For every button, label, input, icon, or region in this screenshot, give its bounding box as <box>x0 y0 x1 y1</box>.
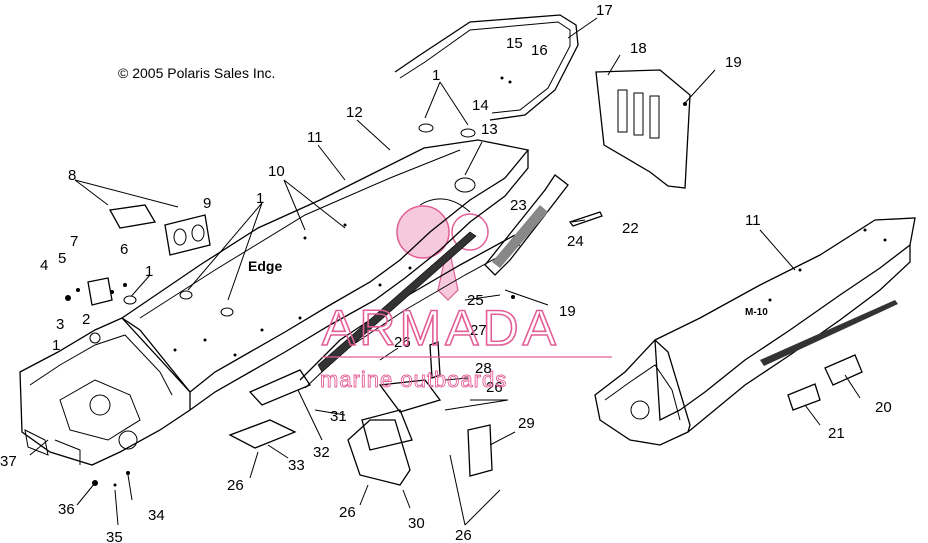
callout-20: 20 <box>875 399 892 416</box>
copyright-text: © 2005 Polaris Sales Inc. <box>118 65 275 81</box>
edge-bulkhead-inner <box>29 334 173 396</box>
callout-18: 18 <box>630 40 647 57</box>
callout-26: 26 <box>486 379 503 396</box>
hardware-dots <box>65 76 687 487</box>
m10-bulkhead-inner <box>604 364 681 421</box>
part-17-inner <box>399 21 571 114</box>
edge-rivets <box>173 223 412 357</box>
m10-chassis <box>594 217 916 446</box>
callout-23: 23 <box>510 197 527 214</box>
edge-shaft-opening <box>118 430 138 450</box>
m10-tunnel-top <box>654 217 916 422</box>
watermark-circle-left <box>396 205 450 259</box>
callout-4: 4 <box>40 257 48 274</box>
edge-tunnel-seam <box>139 149 461 319</box>
callout-37: 37 <box>0 453 17 470</box>
m10-bracket-20 <box>824 354 863 386</box>
callout-21: 21 <box>828 425 845 442</box>
callout-16: 16 <box>531 42 548 59</box>
callout-14: 14 <box>472 97 489 114</box>
part-29-bracket <box>467 424 493 477</box>
callout-24: 24 <box>567 233 584 250</box>
part-9-mount <box>164 214 211 256</box>
callout-30: 30 <box>408 515 425 532</box>
model-label-edge: Edge <box>248 258 282 274</box>
callout-12: 12 <box>346 104 363 121</box>
callout-2: 2 <box>82 311 90 328</box>
callout-1: 1 <box>145 263 153 280</box>
callout-29: 29 <box>518 415 535 432</box>
watermark-brand: ARMADA <box>322 300 560 356</box>
edge-bay-opening <box>89 394 111 416</box>
callout-35: 35 <box>106 529 123 543</box>
part-2-bracket <box>87 277 113 306</box>
callout-1: 1 <box>256 190 264 207</box>
callout-8: 8 <box>68 167 76 184</box>
m10-front-bulkhead <box>594 339 691 446</box>
callout-27: 27 <box>470 322 487 339</box>
callout-11: 11 <box>745 212 761 229</box>
part-24-tread <box>492 205 548 268</box>
part-27-brace <box>429 341 441 379</box>
edge-side-wall <box>189 150 529 411</box>
callout-6: 6 <box>120 241 128 258</box>
callout-13: 13 <box>481 121 498 138</box>
callout-26: 26 <box>227 477 244 494</box>
callout-26: 26 <box>394 334 411 351</box>
edge-cooler-25 <box>317 231 477 373</box>
callout-11: 11 <box>307 129 323 146</box>
part-22-strip <box>568 211 603 227</box>
edge-front-bumper <box>24 429 81 465</box>
edge-front-bulkhead <box>19 317 191 466</box>
callout-19: 19 <box>725 54 742 71</box>
callout-7: 7 <box>70 233 78 250</box>
edge-engine-bay <box>59 379 141 441</box>
part-7-bracket <box>108 204 157 229</box>
part-18-snow-flap <box>595 69 691 189</box>
edge-tunnel-top <box>121 139 530 393</box>
callout-10: 10 <box>268 163 285 180</box>
watermark-tagline: marine outboards <box>320 367 507 392</box>
callout-1: 1 <box>52 337 60 354</box>
callout-33: 33 <box>288 457 305 474</box>
m10-bracket-21 <box>787 383 821 411</box>
part-17-grab-handle <box>394 14 579 121</box>
callout-19: 19 <box>559 303 576 320</box>
part-30-plate <box>347 419 411 486</box>
model-label-m10: M-10 <box>745 307 768 318</box>
watermark-circle-right <box>451 213 489 251</box>
callout-31: 31 <box>330 408 347 425</box>
part-30-upper <box>361 409 413 451</box>
callout-1: 1 <box>432 67 440 84</box>
callout-17: 17 <box>596 2 613 19</box>
part-24-footstep <box>484 174 569 276</box>
callout-28: 28 <box>475 360 492 377</box>
callout-15: 15 <box>506 35 523 52</box>
part-28-bracket <box>378 379 442 413</box>
callout-36: 36 <box>58 501 75 518</box>
callout-numbers: 1 1 1 1 2 3 4 5 6 7 8 9 10 11 11 12 13 1… <box>0 2 892 543</box>
watermark-arc <box>419 198 471 213</box>
part-33-plate <box>228 419 297 449</box>
leader-lines <box>29 17 861 526</box>
part-32-brace <box>248 369 311 406</box>
callout-5: 5 <box>58 250 66 267</box>
callout-9: 9 <box>203 195 211 212</box>
callout-22: 22 <box>622 220 639 237</box>
callout-34: 34 <box>148 507 165 524</box>
callout-25: 25 <box>467 292 484 309</box>
callout-26: 26 <box>339 504 356 521</box>
edge-chassis <box>19 123 530 466</box>
m10-cooler <box>760 300 898 366</box>
callout-32: 32 <box>313 444 330 461</box>
callout-26: 26 <box>455 527 472 543</box>
callout-3: 3 <box>56 316 64 333</box>
